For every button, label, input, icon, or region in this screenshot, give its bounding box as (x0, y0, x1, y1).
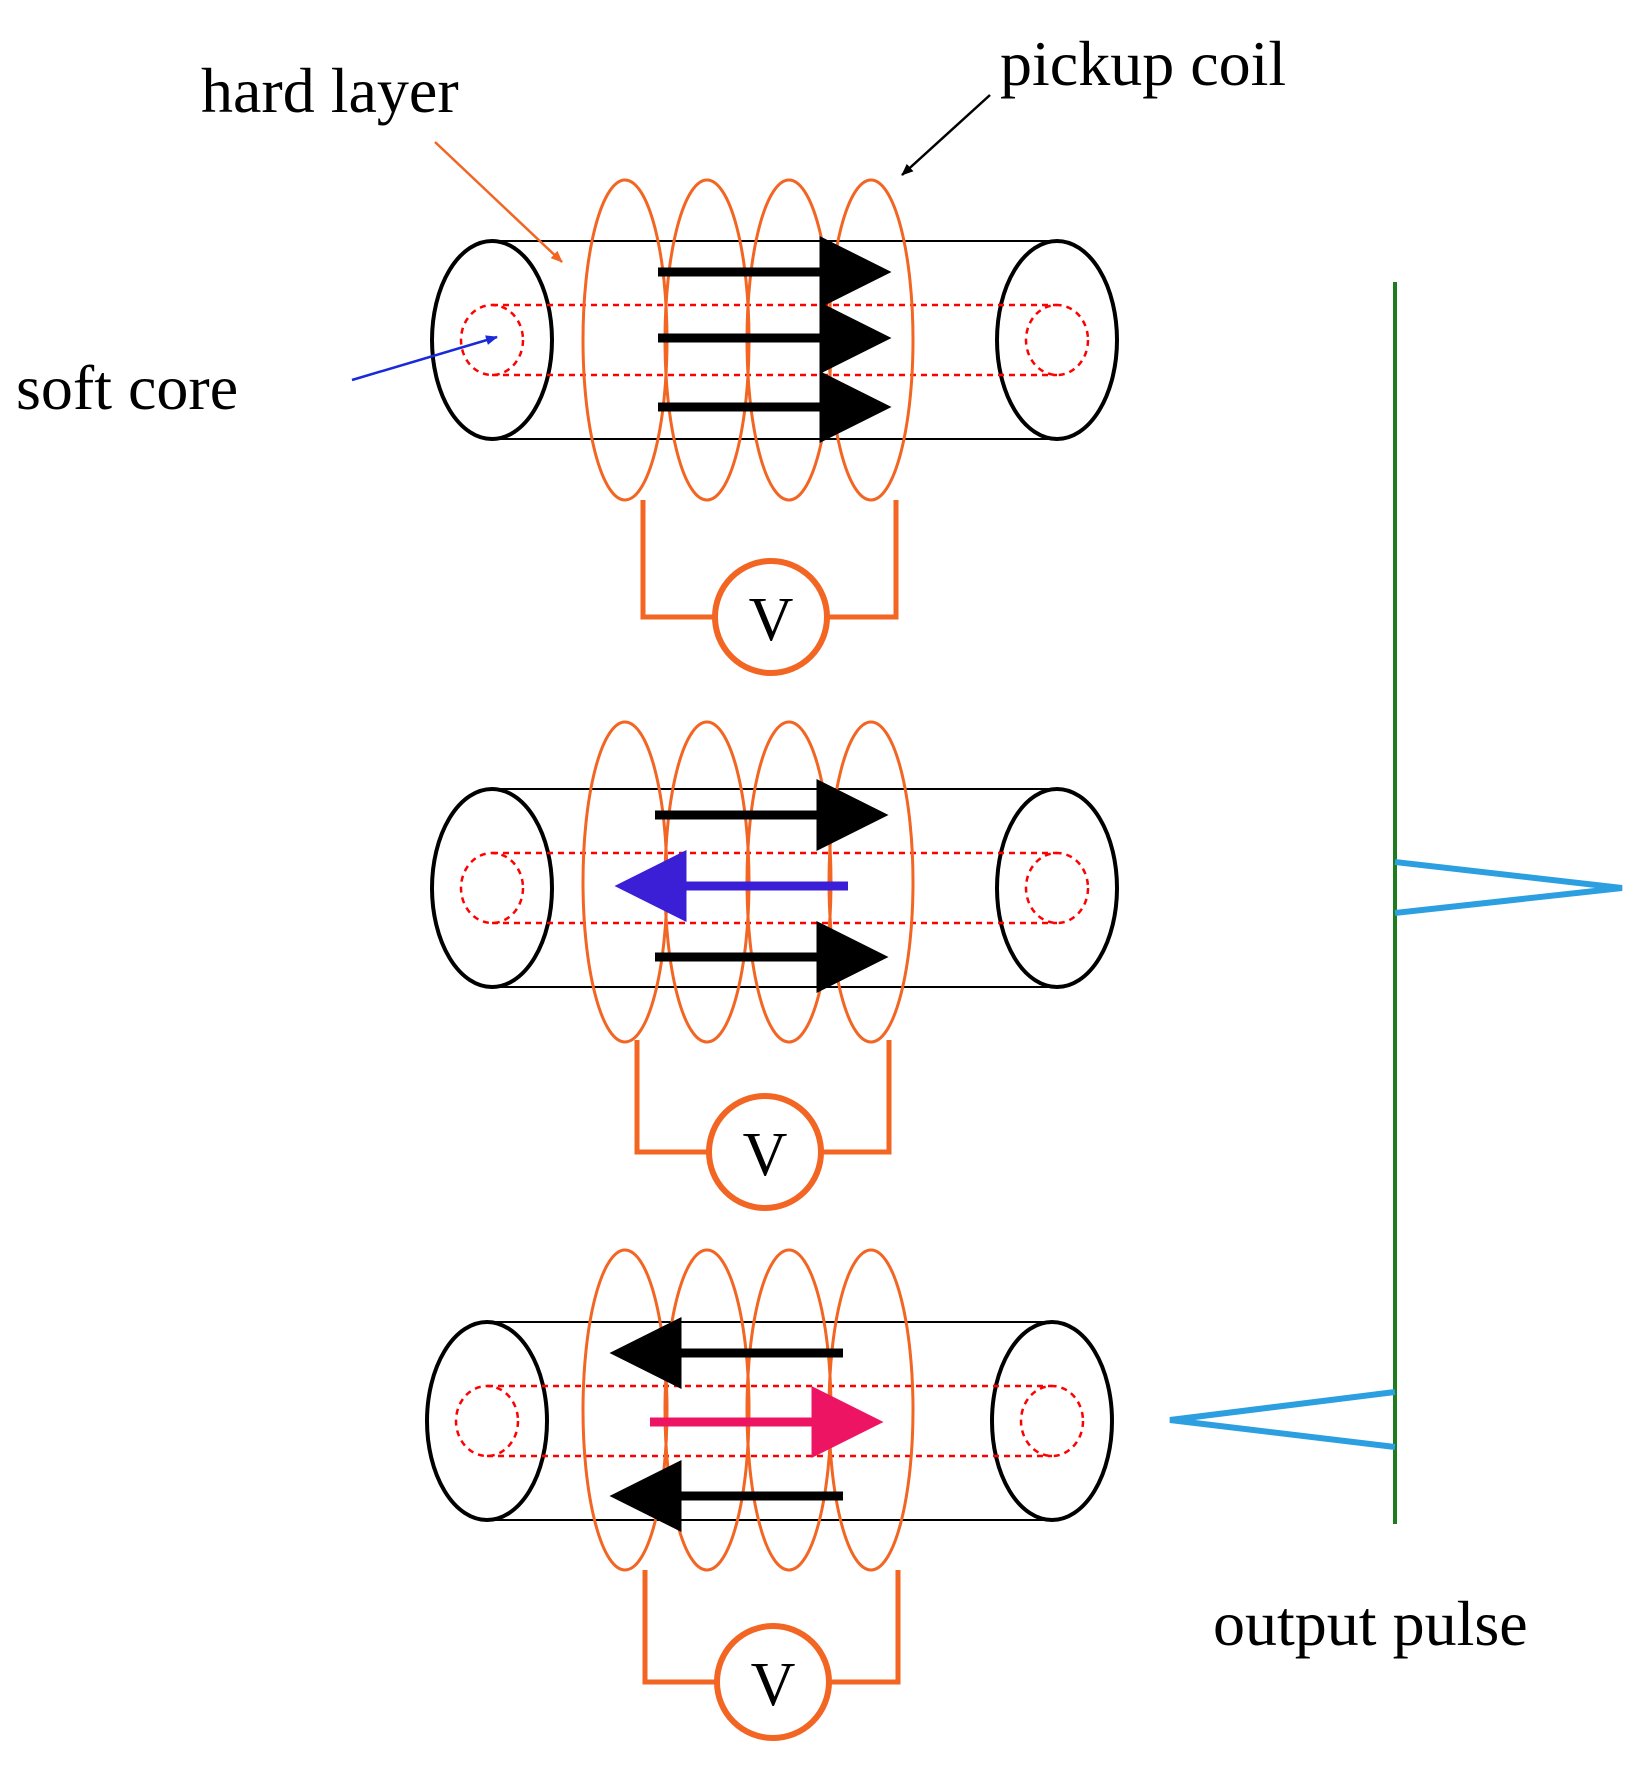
hard-layer-cylinder (425, 1320, 1114, 1522)
annotations: hard layer pickup coil soft core output … (16, 28, 1528, 1659)
soft-core (459, 303, 1090, 377)
output-pulse-stage-3 (1169, 1389, 1396, 1450)
output-pulse-label: output pulse (1213, 1588, 1528, 1659)
soft-core-label: soft core (16, 352, 238, 423)
voltmeter-label: V (743, 1121, 788, 1189)
voltmeter-label: V (749, 586, 794, 654)
output-pulse-trace (1169, 282, 1623, 1524)
stage-2: V (430, 720, 1119, 1211)
voltmeter-circuit: V (634, 1040, 892, 1211)
output-pulse-stage-2 (1394, 859, 1623, 916)
voltmeter-icon (714, 1623, 832, 1741)
pickup-coil-pointer (901, 94, 991, 176)
voltmeter-icon (706, 1093, 824, 1211)
voltmeter-icon (712, 558, 830, 676)
stage-1: V (430, 178, 1119, 676)
hard-layer-label: hard layer (201, 55, 459, 126)
hard-layer-magnetization-arrows (609, 1317, 843, 1532)
voltmeter-circuit: V (642, 1570, 901, 1741)
hard-layer-pointer (434, 141, 563, 263)
voltmeter-label: V (751, 1651, 796, 1719)
hard-layer-magnetization-arrows (658, 236, 892, 443)
hard-layer-cylinder (430, 787, 1119, 989)
pickup-coil (581, 1248, 915, 1572)
voltmeter-circuit: V (640, 500, 899, 676)
hard-layer-magnetization-arrows (655, 779, 889, 993)
soft-core (459, 851, 1090, 925)
soft-core-pointer (351, 335, 498, 382)
pickup-coil-label: pickup coil (1000, 28, 1286, 99)
soft-core (454, 1384, 1085, 1458)
stage-3: V (425, 1248, 1114, 1741)
